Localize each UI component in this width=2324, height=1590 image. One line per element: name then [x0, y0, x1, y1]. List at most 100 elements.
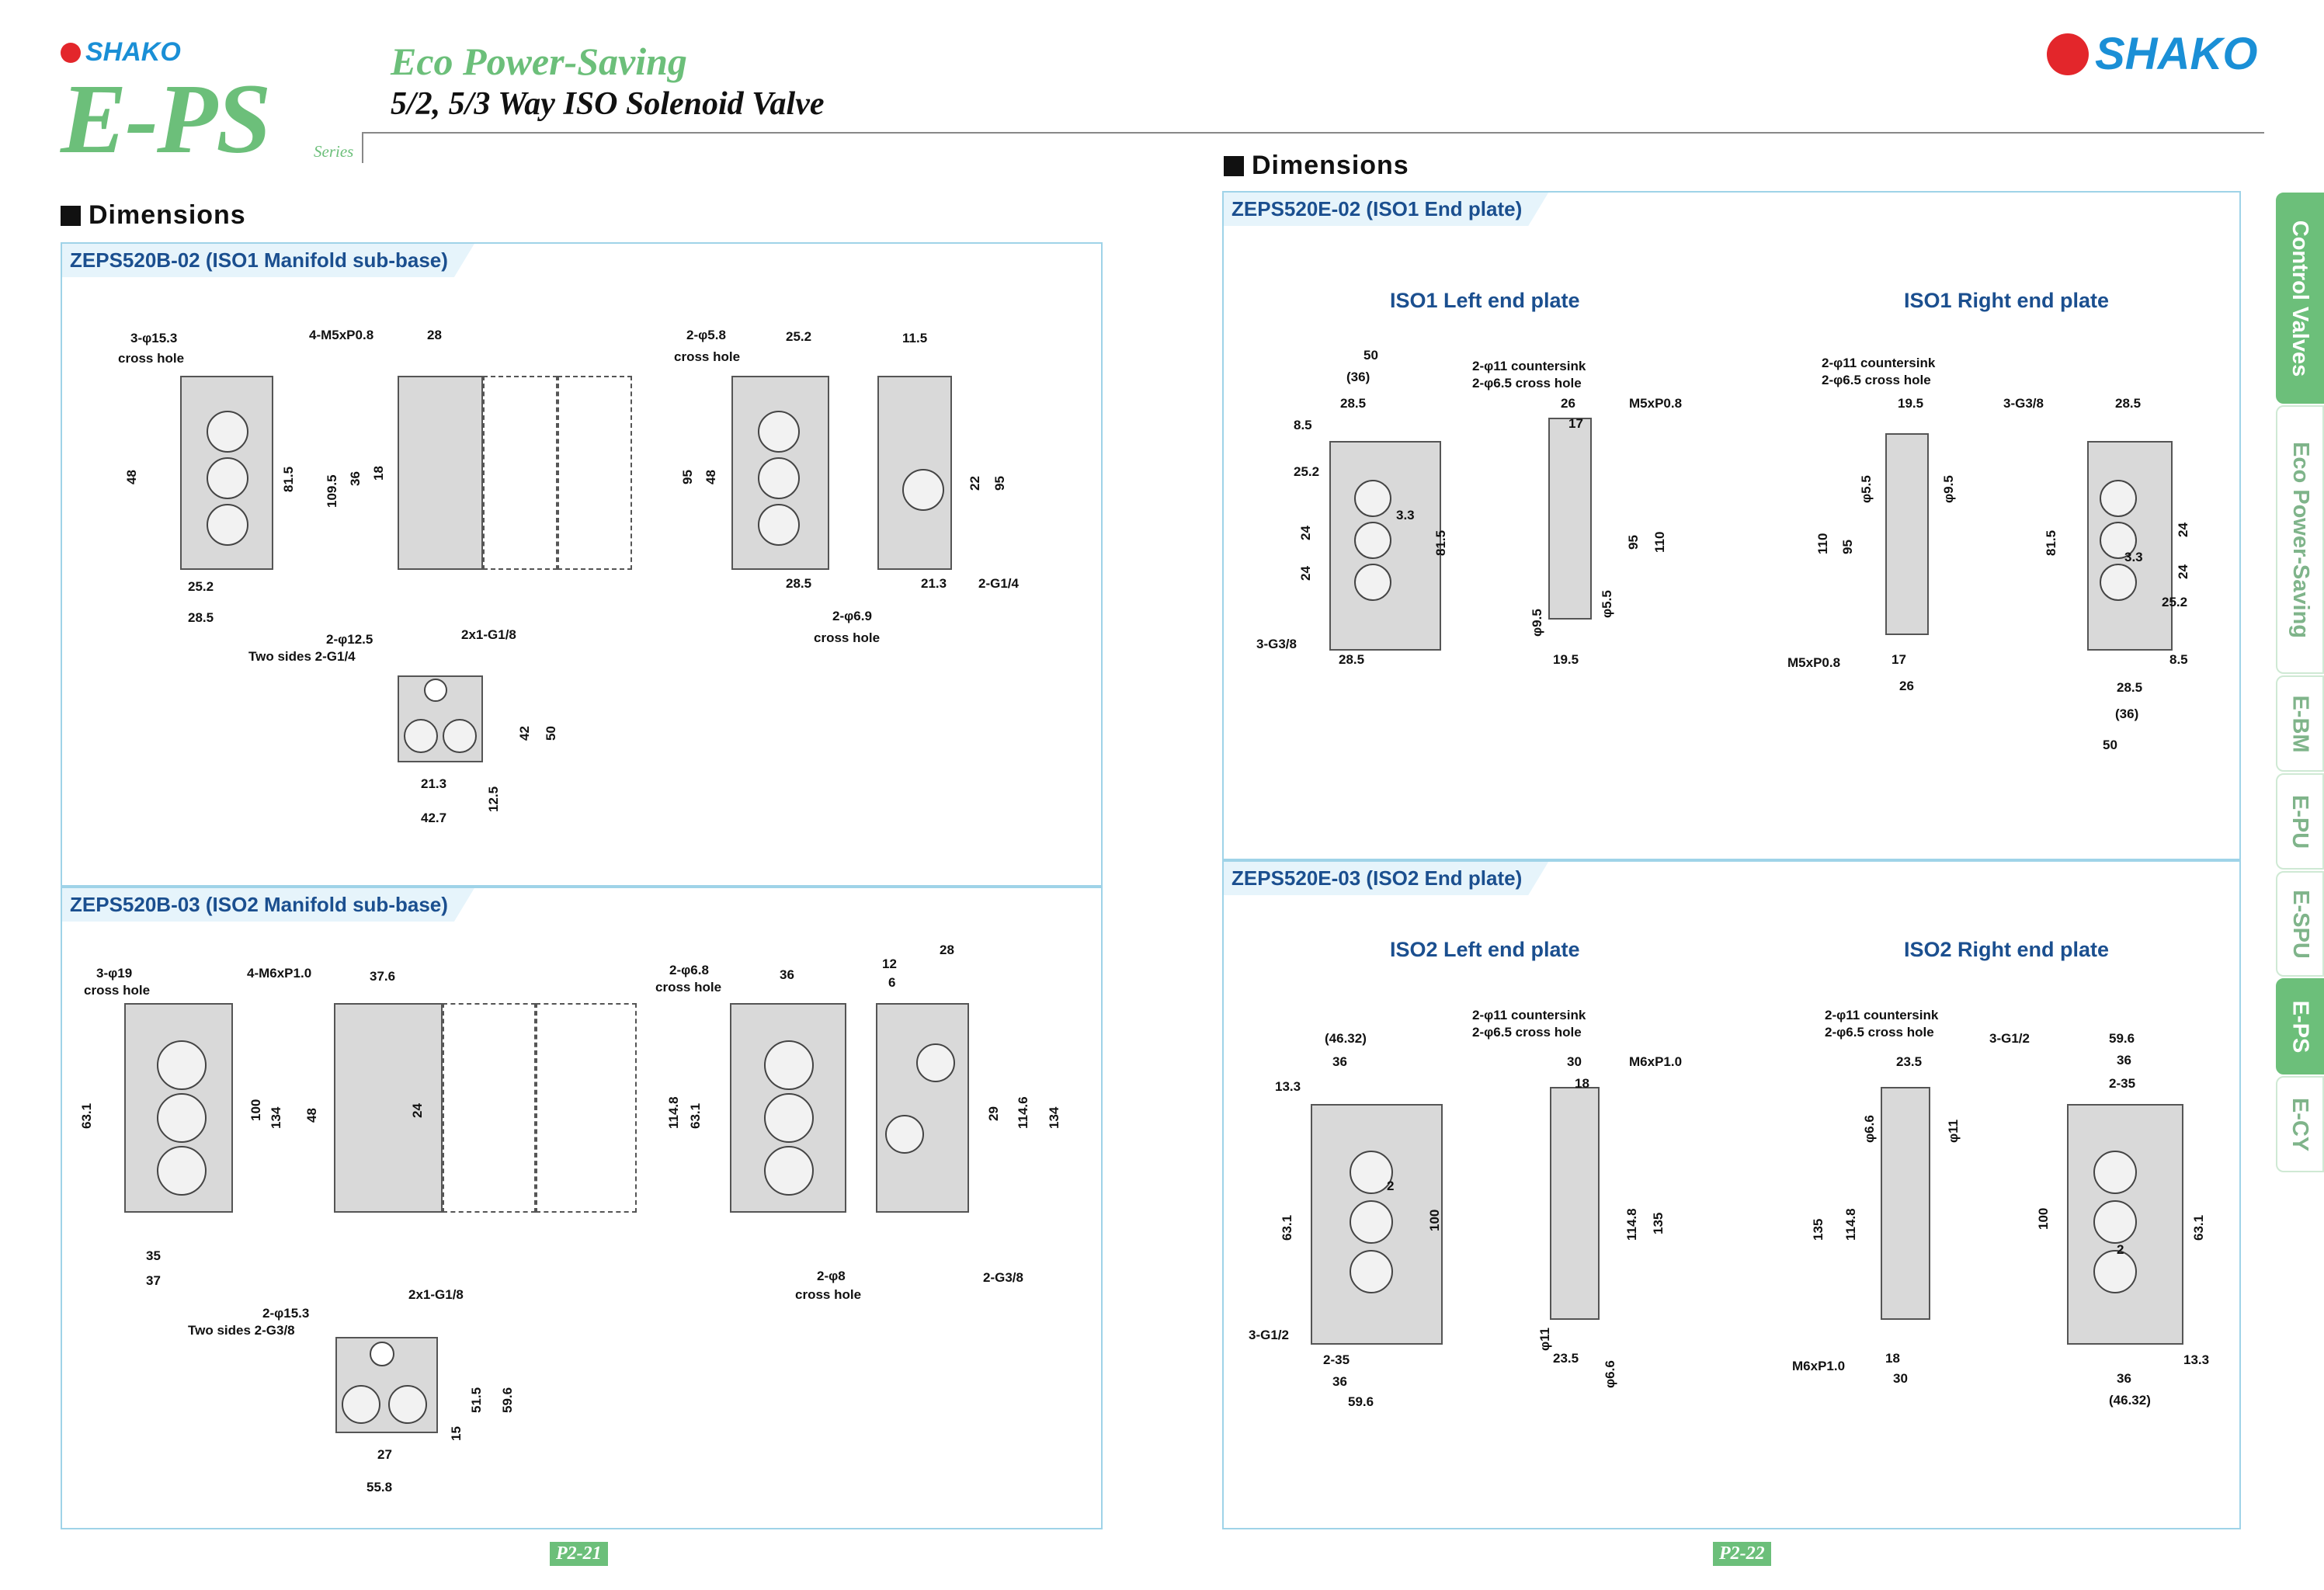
- dim-label: 22: [967, 476, 982, 491]
- port-circle: [157, 1146, 207, 1196]
- panel-heading: ZEPS520E-02 (ISO1 End plate): [1224, 193, 1548, 226]
- dim-label: 135: [1811, 1218, 1826, 1241]
- dim-label: φ9.5: [1530, 609, 1544, 637]
- dim-label: 2: [2117, 1242, 2124, 1257]
- dim-label: 3-φ19: [96, 966, 133, 981]
- page-subtitle: 5/2, 5/3 Way ISO Solenoid Valve: [391, 86, 825, 122]
- dim-label: 59.6: [500, 1387, 515, 1413]
- dim-label: 28.5: [2117, 680, 2143, 695]
- port-circle: [207, 411, 248, 453]
- port-circle: [157, 1040, 207, 1090]
- side-tab-e-bm[interactable]: E-BM: [2276, 675, 2324, 772]
- dim-label: 114.8: [1624, 1208, 1639, 1241]
- dim-label: 13.3: [1275, 1079, 1301, 1094]
- dim-label: 19.5: [1898, 396, 1924, 411]
- dim-label: 50: [2103, 738, 2117, 752]
- dim-label: 21.3: [421, 776, 447, 791]
- dim-label: (36): [2115, 706, 2139, 721]
- dim-label: 28.5: [786, 576, 812, 591]
- dim-label: 36: [2117, 1053, 2131, 1068]
- page-title: Eco Power-Saving: [391, 40, 687, 83]
- panel-zeps520e-03: ZEPS520E-03 (ISO2 End plate) ISO2 Left e…: [1222, 860, 2241, 1529]
- port-circle: [764, 1146, 814, 1196]
- dim-label: 114.6: [1016, 1096, 1030, 1129]
- dim-label: 6: [888, 975, 896, 990]
- drawing-title: ISO1 Right end plate: [1904, 289, 2110, 312]
- dim-label: 3-G1/2: [1989, 1031, 2030, 1046]
- dim-label: 27: [377, 1447, 392, 1462]
- section-square-icon: [1224, 155, 1244, 176]
- page-number-left: P2-21: [550, 1542, 608, 1566]
- section-square-icon: [61, 205, 81, 226]
- dim-label: (46.32): [2109, 1393, 2151, 1408]
- dim-label: 24: [2176, 522, 2190, 537]
- dim-label: 2-φ6.5 cross hole: [1472, 1025, 1582, 1040]
- dim-label: M5xP0.8: [1787, 655, 1841, 670]
- dim-label: 36: [2117, 1371, 2131, 1386]
- dim-label: 21.3: [921, 576, 947, 591]
- dim-label: 2-φ6.9: [832, 609, 872, 623]
- dim-label: 12: [882, 956, 897, 971]
- port-circle: [758, 504, 800, 546]
- dim-label: 13.3: [2183, 1352, 2210, 1367]
- panel-heading: ZEPS520B-03 (ISO2 Manifold sub-base): [62, 888, 474, 922]
- dim-label: 25.2: [1294, 464, 1320, 479]
- side-tab-label: E-PU: [2288, 794, 2313, 849]
- side-tab-label: E-BM: [2288, 694, 2313, 753]
- dim-label: 3.3: [1396, 508, 1415, 522]
- end-plate-right-front: [1881, 1087, 1930, 1320]
- dim-label: 50: [1363, 348, 1378, 363]
- dim-label: M6xP1.0: [1629, 1054, 1683, 1069]
- dim-label: 18: [371, 466, 386, 481]
- side-tab-e-ps[interactable]: E-PS: [2276, 978, 2324, 1074]
- section-title-text: Dimensions: [1252, 151, 1409, 180]
- dim-label: 12.5: [486, 786, 501, 812]
- dim-label: 30: [1567, 1054, 1582, 1069]
- sub-base-top-view: [334, 1003, 443, 1213]
- side-tab-e-spu[interactable]: E-SPU: [2276, 871, 2324, 977]
- dim-label: φ11: [1537, 1327, 1552, 1351]
- dim-label: cross hole: [814, 630, 881, 645]
- drawing-title: ISO1 Left end plate: [1390, 289, 1580, 312]
- port-circle: [370, 1342, 394, 1366]
- dim-label: 48: [124, 470, 139, 484]
- dim-label: 37.6: [370, 969, 396, 984]
- dim-label: Two sides 2-G1/4: [248, 649, 356, 664]
- port-circle: [1350, 1200, 1393, 1244]
- dim-label: 100: [1427, 1209, 1442, 1231]
- dim-label: 18: [1575, 1076, 1589, 1091]
- dim-label: 8.5: [1294, 418, 1312, 432]
- side-tab-control-valves[interactable]: Control Valves: [2276, 193, 2324, 404]
- dim-label: 100: [2036, 1207, 2051, 1230]
- side-tab-e-pu[interactable]: E-PU: [2276, 773, 2324, 870]
- dim-label: 81.5: [2044, 529, 2058, 556]
- dim-label: 24: [1298, 526, 1313, 540]
- port-circle: [1354, 522, 1391, 559]
- dim-label: 2-35: [1323, 1352, 1350, 1367]
- dim-label: 135: [1651, 1212, 1666, 1234]
- dim-label: φ11: [1946, 1119, 1961, 1143]
- panel-heading: ZEPS520B-02 (ISO1 Manifold sub-base): [62, 244, 474, 277]
- dim-label: 28: [940, 943, 954, 957]
- port-circle: [1350, 1151, 1393, 1194]
- drawing-title: ISO2 Left end plate: [1390, 938, 1580, 961]
- dim-label: 3-G3/8: [2003, 396, 2044, 411]
- brand-name-left: SHAKO: [85, 37, 181, 67]
- brand-logo-right: SHAKO: [2047, 28, 2257, 80]
- sub-base-continuation: [483, 376, 558, 570]
- port-circle: [758, 457, 800, 499]
- sub-base-top-view: [398, 376, 483, 570]
- dim-label: 2: [1387, 1179, 1395, 1193]
- dim-label: 8.5: [2169, 652, 2188, 667]
- port-circle: [424, 679, 447, 702]
- side-tab-eco-power-saving[interactable]: Eco Power-Saving: [2276, 405, 2324, 674]
- dim-label: 24: [410, 1103, 425, 1118]
- side-tab-label: Control Valves: [2288, 220, 2313, 377]
- dim-label: 23.5: [1553, 1351, 1579, 1366]
- dim-label: M6xP1.0: [1792, 1359, 1846, 1373]
- dim-label: 36: [780, 967, 794, 982]
- side-tab-e-cy[interactable]: E-CY: [2276, 1076, 2324, 1172]
- dim-label: φ6.6: [1603, 1360, 1617, 1388]
- end-plate-left-front: [1550, 1087, 1600, 1320]
- shako-logo-icon: [61, 42, 81, 63]
